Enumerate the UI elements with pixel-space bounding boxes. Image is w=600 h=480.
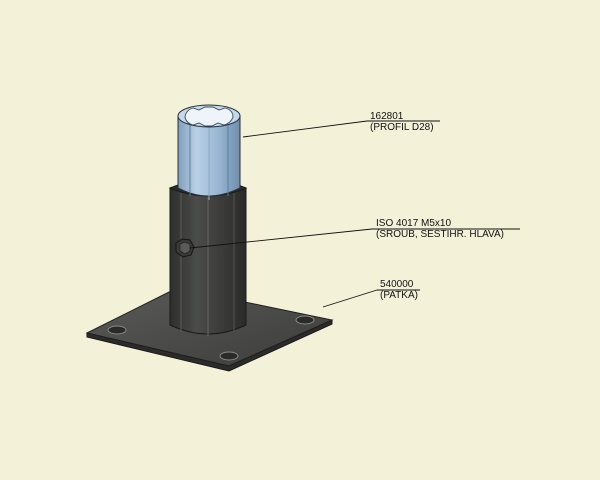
- callout-screw: ISO 4017 M5x10 (SROUB, SESTIHR. HLAVA): [376, 218, 504, 240]
- callout-screw-description: (SROUB, SESTIHR. HLAVA): [376, 229, 504, 240]
- leader-line-profil: [242, 120, 368, 138]
- callout-profil-number: 162801: [370, 111, 404, 122]
- callout-screw-number: ISO 4017 M5x10: [376, 218, 452, 229]
- mounting-hole: [295, 315, 315, 325]
- callout-profil: 162801 (PROFIL D28): [370, 111, 434, 133]
- leader-lines: [189, 120, 520, 308]
- leader-line-screw: [189, 228, 373, 249]
- mounting-hole: [107, 325, 127, 335]
- mounting-hole: [219, 351, 239, 361]
- hex-screw-face: [179, 241, 191, 255]
- hex-screw: [175, 238, 195, 258]
- callout-base: 540000 (PATKA): [380, 279, 418, 301]
- callout-base-number: 540000: [380, 279, 414, 290]
- leader-line-base: [322, 289, 378, 308]
- profile-tube: [177, 104, 241, 200]
- callout-base-description: (PATKA): [380, 290, 418, 301]
- profile-top-opening: [184, 106, 234, 127]
- socket-tube: [168, 179, 248, 336]
- callout-profil-description: (PROFIL D28): [370, 122, 434, 133]
